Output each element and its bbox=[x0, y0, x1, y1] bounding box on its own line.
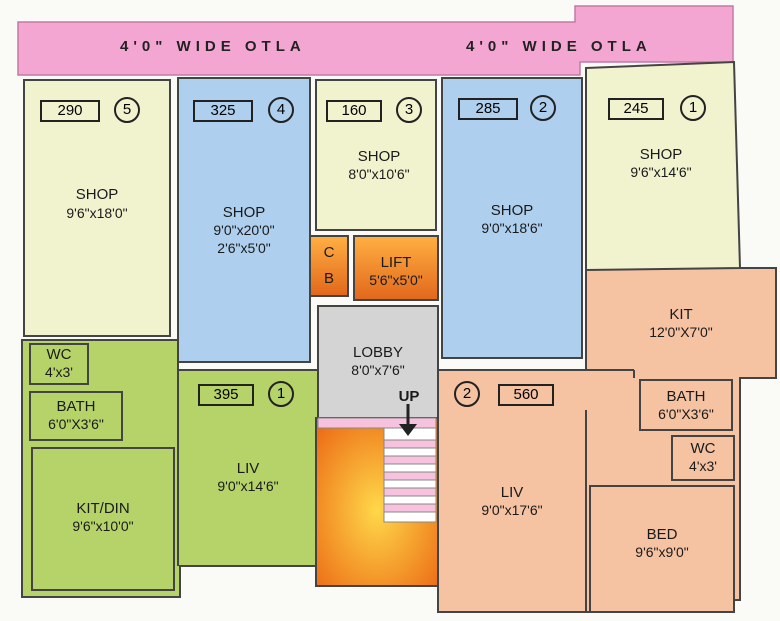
flat-1-kit-label: KIT/DIN bbox=[76, 500, 130, 517]
flat-2-bath-label: BATH bbox=[666, 388, 706, 405]
flat-1-wc-label: WC bbox=[46, 346, 72, 363]
staircase-steps bbox=[317, 417, 437, 523]
up-label: UP bbox=[398, 388, 420, 405]
shop-2-area-box: 285 bbox=[458, 98, 518, 120]
shop-4-area-box: 325 bbox=[193, 100, 253, 122]
flat-2-number: 2 bbox=[454, 381, 480, 407]
shop-1-number: 1 bbox=[680, 95, 706, 121]
shop-5-label: SHOP bbox=[75, 186, 119, 203]
shop-3-label: SHOP bbox=[357, 148, 401, 165]
shop-3-number: 3 bbox=[396, 97, 422, 123]
flat-1-kit-dim: 9'6"x10'0" bbox=[72, 518, 134, 534]
flat-2-area-box: 560 bbox=[498, 384, 554, 406]
shop-4-dim2: 2'6"x5'0" bbox=[217, 240, 271, 256]
lobby-area bbox=[317, 305, 439, 419]
flat-1-walls bbox=[29, 343, 179, 591]
flat-1-bath-label: BATH bbox=[56, 398, 96, 415]
otla-left-label: 4'0" WIDE OTLA bbox=[120, 38, 306, 55]
shop-2-number: 2 bbox=[530, 95, 556, 121]
cb-shaft bbox=[309, 235, 349, 297]
shop-5-dim: 9'6"x18'0" bbox=[66, 205, 128, 221]
flat-1-wc-dim: 4'x3' bbox=[45, 364, 73, 380]
flat-2-wc-dim: 4'x3' bbox=[689, 458, 717, 474]
up-arrow-icon bbox=[399, 404, 417, 436]
lobby-label: LOBBY bbox=[352, 344, 404, 361]
shop-3-area-box: 160 bbox=[326, 100, 382, 122]
shop-2-area bbox=[441, 77, 583, 359]
flat-1-number: 1 bbox=[268, 381, 294, 407]
shop-5-number: 5 bbox=[114, 97, 140, 123]
flat-2-bed-dim: 9'6"x9'0" bbox=[635, 544, 689, 560]
shop-1-area-box: 245 bbox=[608, 98, 664, 120]
shop-1-dim: 9'6"x14'6" bbox=[630, 164, 692, 180]
flat-1-liv-dim: 9'0"x14'6" bbox=[217, 478, 279, 494]
cb-label-b: B bbox=[323, 270, 334, 287]
shop-4-number: 4 bbox=[268, 97, 294, 123]
lift-dim: 5'6"x5'0" bbox=[369, 272, 423, 288]
flat-2-kit-label: KIT bbox=[669, 306, 693, 323]
lobby-dim: 8'0"x7'6" bbox=[351, 362, 405, 378]
flat-1-area-box: 395 bbox=[198, 384, 254, 406]
lift-shaft bbox=[353, 235, 439, 301]
flat-2-walls bbox=[585, 369, 735, 613]
flat-1-liv-label: LIV bbox=[236, 460, 260, 477]
shop-4-dim: 9'0"x20'0" bbox=[213, 222, 275, 238]
flat-2-bath-dim: 6'0"X3'6" bbox=[658, 406, 714, 422]
shop-3-dim: 8'0"x10'6" bbox=[348, 166, 410, 182]
lift-label: LIFT bbox=[380, 254, 412, 271]
otla-right-label: 4'0" WIDE OTLA bbox=[466, 38, 652, 55]
flat-2-liv-dim: 9'0"x17'6" bbox=[481, 502, 543, 518]
shop-4-label: SHOP bbox=[222, 204, 266, 221]
flat-2-liv-label: LIV bbox=[500, 484, 524, 501]
shop-2-dim: 9'0"x18'6" bbox=[481, 220, 543, 236]
shop-5-area-box: 290 bbox=[40, 100, 100, 122]
shop-5-area bbox=[23, 79, 171, 337]
shop-2-label: SHOP bbox=[490, 202, 534, 219]
flat-2-wc-label: WC bbox=[690, 440, 716, 457]
flat-2-bed-label: BED bbox=[646, 526, 678, 543]
flat-1-bath-dim: 6'0"X3'6" bbox=[48, 416, 104, 432]
cb-label-c: C bbox=[323, 244, 335, 261]
flat-2-kit-dim: 12'0"X7'0" bbox=[649, 324, 713, 340]
shop-4-area bbox=[177, 77, 311, 363]
shop-1-label: SHOP bbox=[639, 146, 683, 163]
